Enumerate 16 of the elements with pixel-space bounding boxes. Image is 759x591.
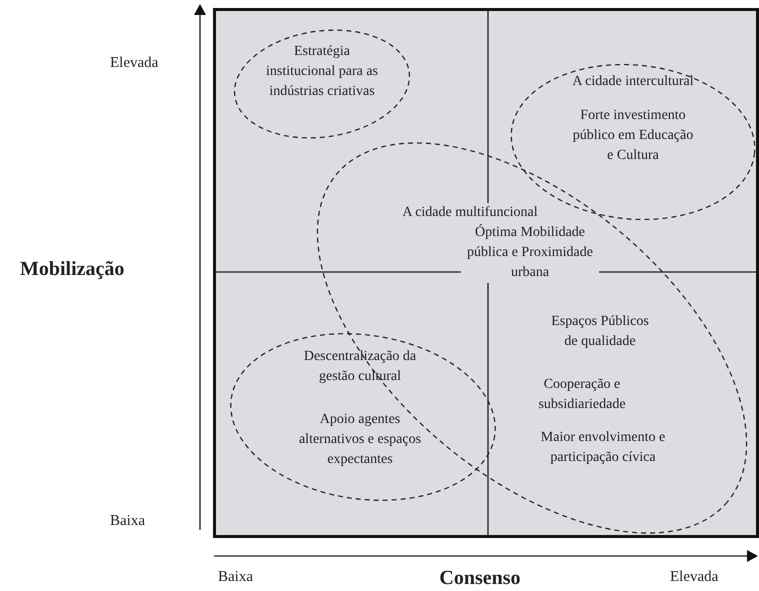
ellipse-text: A cidade multifuncional bbox=[400, 203, 540, 223]
axis-value-label: Elevada bbox=[670, 568, 720, 587]
axis-value-label: Elevada bbox=[110, 54, 160, 73]
ellipse-text: Apoio agentes alternativos e espaços expectantes bbox=[298, 411, 422, 469]
ellipse-text: Óptima Mobilidade pública e Proximidade urbana bbox=[461, 223, 599, 283]
ellipse-text: Maior envolvimento e participação cívica bbox=[540, 429, 666, 467]
ellipse-text: Estratégia institucional para as indústrias criativas bbox=[265, 43, 379, 101]
axis-value-label: Baixa bbox=[110, 512, 146, 531]
ellipse-text: Cooperação e subsidiariedade bbox=[537, 376, 627, 414]
axis-title: Consenso bbox=[438, 566, 522, 591]
ellipse-text: Forte investimento público em Educação e Cultura bbox=[572, 107, 694, 165]
axis-value-label: Baixa bbox=[218, 568, 254, 587]
ellipse-text: Descentralização da gestão cultural bbox=[303, 348, 417, 386]
ellipse-text: A cidade intercultural bbox=[571, 73, 695, 91]
ellipse-text: Espaços Públicos de qualidade bbox=[550, 313, 650, 351]
axis-title: Mobilização bbox=[20, 257, 126, 282]
